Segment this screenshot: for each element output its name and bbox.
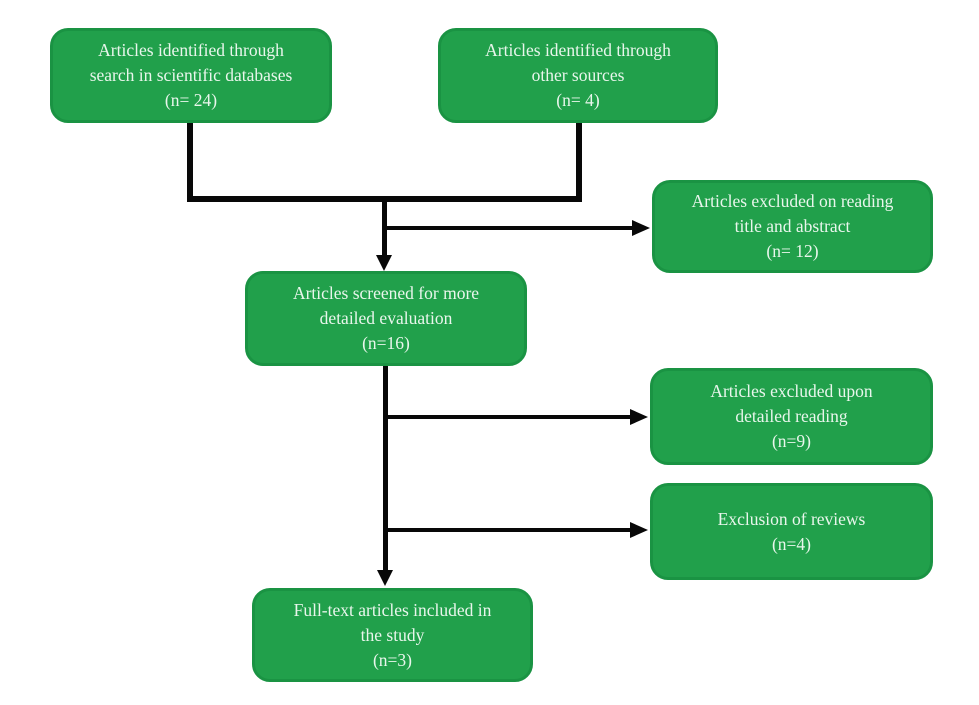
connector-to-excluded-title-horizontal — [384, 226, 634, 230]
arrowhead-to-excluded-detailed — [630, 409, 648, 425]
node-count: (n= 4) — [556, 90, 600, 110]
node-text-line: Full-text articles included in — [293, 599, 492, 620]
node-count: (n=16) — [362, 333, 410, 353]
node-text-line: detailed reading — [735, 406, 848, 426]
node-text-line: Articles excluded on reading — [691, 191, 894, 211]
node-count: (n=4) — [771, 533, 812, 554]
node-count: (n= 24) — [164, 90, 218, 110]
node-text-line: Articles identified through — [485, 40, 671, 60]
arrowhead-to-excluded-title — [632, 220, 650, 236]
node-text-line: title and abstract — [734, 216, 851, 236]
node-text-line: search in scientific databases — [89, 65, 293, 85]
node-text-line: the study — [360, 624, 425, 645]
node-excluded-detailed-reading: Articles excluded upon detailed reading … — [650, 368, 933, 465]
node-screened-detailed-evaluation: Articles screened for more detailed eval… — [245, 271, 527, 366]
connector-to-excluded-reviews-horizontal — [385, 528, 630, 532]
connector-to-included-vertical — [383, 366, 388, 572]
connector-from-other-sources-vertical — [576, 121, 582, 202]
arrowhead-to-included — [377, 570, 393, 586]
node-excluded-reviews: Exclusion of reviews (n=4) — [650, 483, 933, 580]
connector-to-excluded-detailed-horizontal — [385, 415, 630, 419]
node-text-line: Articles identified through — [98, 40, 284, 60]
node-text-line: Articles excluded upon — [710, 381, 873, 401]
node-count: (n=3) — [372, 649, 413, 670]
node-count: (n=9) — [771, 431, 812, 451]
connector-from-databases-vertical — [187, 121, 193, 202]
node-text-line: Articles screened for more — [292, 283, 480, 303]
node-count: (n= 12) — [766, 241, 819, 261]
node-text-line: other sources — [531, 65, 625, 85]
node-excluded-title-abstract: Articles excluded on reading title and a… — [652, 180, 933, 273]
arrowhead-to-excluded-reviews — [630, 522, 648, 538]
node-text-line: Exclusion of reviews — [717, 508, 866, 529]
node-text-line: detailed evaluation — [319, 308, 453, 328]
arrowhead-to-screened — [376, 255, 392, 271]
node-identified-other-sources: Articles identified through other source… — [438, 28, 718, 123]
node-included-full-text: Full-text articles included in the study… — [252, 588, 533, 682]
node-identified-databases: Articles identified through search in sc… — [50, 28, 332, 123]
